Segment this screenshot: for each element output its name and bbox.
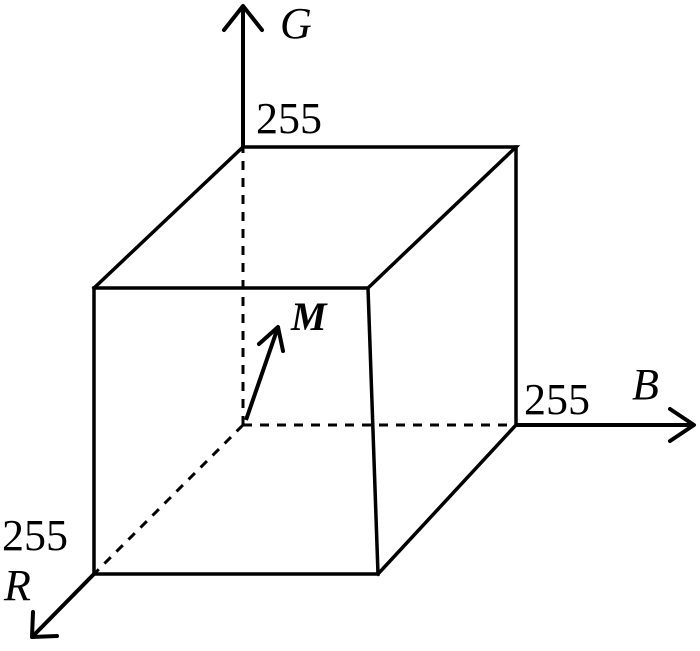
vector-m-arrowhead [257,325,285,353]
g-axis-label: G [280,0,312,48]
hidden-edge-r-axis [92,423,245,576]
cube-right-face-back-edges [375,145,518,577]
r-axis-label: R [3,561,31,610]
cube-top-face-back-edges [91,145,521,291]
vector-m-line [244,329,279,421]
b-axis-label: B [632,360,659,409]
b-axis-arrowhead [668,407,696,443]
vector-m-label: M [290,294,328,339]
cube-front-face [92,286,380,576]
r-axis-max-label: 255 [2,511,68,560]
b-axis-max-label: 255 [524,375,590,424]
g-axis-arrowhead [222,4,264,32]
r-axis-line [30,572,96,639]
r-axis-arrowhead [30,610,59,639]
g-axis-max-label: 255 [256,94,322,143]
